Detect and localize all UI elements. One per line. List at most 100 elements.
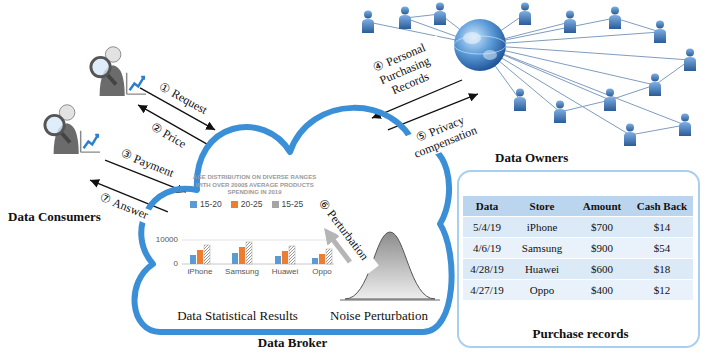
table-cell: 4/28/19 bbox=[463, 259, 511, 279]
noise-block: Noise Perturbation bbox=[318, 222, 440, 327]
person-icon bbox=[362, 11, 374, 34]
table-cell: $700 bbox=[573, 217, 631, 237]
consumer-icon bbox=[91, 47, 146, 96]
globe-land bbox=[463, 32, 481, 44]
globe bbox=[454, 19, 506, 71]
bar bbox=[289, 246, 295, 264]
person-icon bbox=[399, 7, 411, 30]
bar bbox=[204, 245, 210, 264]
legend-item: 15-20 bbox=[190, 199, 222, 209]
line-part bbox=[480, 32, 660, 45]
table-cell: Amount bbox=[573, 196, 631, 216]
table-cell: 4/27/19 bbox=[463, 280, 511, 300]
table-cell: iPhone bbox=[511, 217, 573, 237]
broker-cloud: Data Broker AGE DISTRIBUTION ON DIVERSE R… bbox=[125, 92, 460, 350]
edge-label: ⑥ Perturbation bbox=[307, 186, 379, 274]
chart-legend: 15-20 20-25 15-25 bbox=[190, 199, 303, 209]
axis-label: 10000 bbox=[148, 235, 178, 245]
node-label: Data Statistical Results bbox=[145, 308, 330, 324]
table-cell: $14 bbox=[631, 217, 693, 237]
person-icon bbox=[649, 74, 661, 97]
consumer-icon bbox=[45, 105, 100, 154]
table-cell: Data bbox=[463, 196, 511, 216]
node-label: Data Broker bbox=[125, 335, 460, 351]
axis-label: 0 bbox=[148, 259, 178, 269]
node-label: Purchase records bbox=[459, 326, 702, 342]
edge-label: ⑦ Answer bbox=[87, 187, 161, 228]
line-part bbox=[615, 18, 660, 32]
legend-label: 20-25 bbox=[241, 199, 263, 209]
table-cell: $600 bbox=[573, 259, 631, 279]
globe-land bbox=[483, 50, 497, 60]
edge-label: ② Price bbox=[137, 114, 199, 158]
table-cell: 4/6/19 bbox=[463, 238, 511, 258]
bar bbox=[246, 242, 252, 264]
axis-label: Huawei bbox=[265, 267, 305, 277]
person-icon bbox=[514, 89, 526, 112]
line-part bbox=[560, 100, 610, 112]
bar bbox=[232, 253, 238, 264]
edge-label: ④ Personal Purchasing Records bbox=[357, 35, 452, 107]
axis-label: Samsung bbox=[222, 267, 262, 277]
axis-label: Oppo bbox=[302, 267, 342, 277]
legend-item: 20-25 bbox=[231, 199, 263, 209]
line-part bbox=[480, 45, 560, 112]
bar bbox=[319, 254, 325, 264]
table-cell: $12 bbox=[631, 280, 693, 300]
line-part bbox=[610, 85, 655, 100]
line-part bbox=[630, 125, 685, 135]
table-cell: 5/4/19 bbox=[463, 217, 511, 237]
person-icon bbox=[554, 101, 566, 124]
bar bbox=[197, 250, 203, 264]
table-cell: $54 bbox=[631, 238, 693, 258]
table-cell: Oppo bbox=[511, 280, 573, 300]
noise-axis bbox=[340, 300, 440, 301]
grid-line bbox=[182, 240, 334, 241]
bar bbox=[326, 249, 332, 264]
person-icon bbox=[679, 114, 691, 137]
bars bbox=[190, 242, 332, 264]
axis-label: iPhone bbox=[180, 267, 220, 277]
person-icon bbox=[519, 3, 531, 26]
person-icon bbox=[624, 124, 636, 147]
edge-label: ⑤ Privacy compensation bbox=[393, 105, 492, 167]
table-cell: Huawei bbox=[511, 259, 573, 279]
legend-item: 15-25 bbox=[272, 199, 304, 209]
node-label: Data Owners bbox=[495, 150, 605, 166]
globe-ring bbox=[454, 36, 506, 54]
table-cell: Store bbox=[511, 196, 573, 216]
chart-title: AGE DISTRIBUTION ON DIVERSE RANGES WITH … bbox=[192, 174, 317, 197]
bar bbox=[275, 256, 281, 264]
bar bbox=[312, 258, 318, 264]
legend-label: 15-25 bbox=[282, 199, 304, 209]
legend-swatch bbox=[272, 201, 279, 208]
legend-swatch bbox=[190, 201, 197, 208]
globe-icon bbox=[454, 19, 506, 71]
table-cell: $400 bbox=[573, 280, 631, 300]
line-part bbox=[480, 45, 630, 135]
person-icon bbox=[564, 11, 576, 34]
edge-label: ③ Payment bbox=[108, 143, 186, 185]
person-icon bbox=[434, 3, 446, 26]
person-icon bbox=[654, 21, 666, 44]
legend-label: 15-20 bbox=[200, 199, 222, 209]
bar bbox=[190, 255, 196, 264]
person-icon bbox=[609, 7, 621, 30]
consumer-group: Data Consumers bbox=[5, 40, 155, 225]
cloud-outline bbox=[125, 92, 460, 336]
person-icon bbox=[684, 49, 696, 72]
edge-label: ① Request bbox=[147, 75, 218, 123]
legend-swatch bbox=[231, 201, 238, 208]
statistics-chart: AGE DISTRIBUTION ON DIVERSE RANGES WITH … bbox=[145, 170, 330, 327]
line-part bbox=[480, 45, 685, 125]
person-icon bbox=[604, 89, 616, 112]
table-cell: Cash Back bbox=[631, 196, 693, 216]
node-label: Noise Perturbation bbox=[318, 308, 440, 324]
table-cell: Samsung bbox=[511, 238, 573, 258]
bar bbox=[282, 251, 288, 264]
